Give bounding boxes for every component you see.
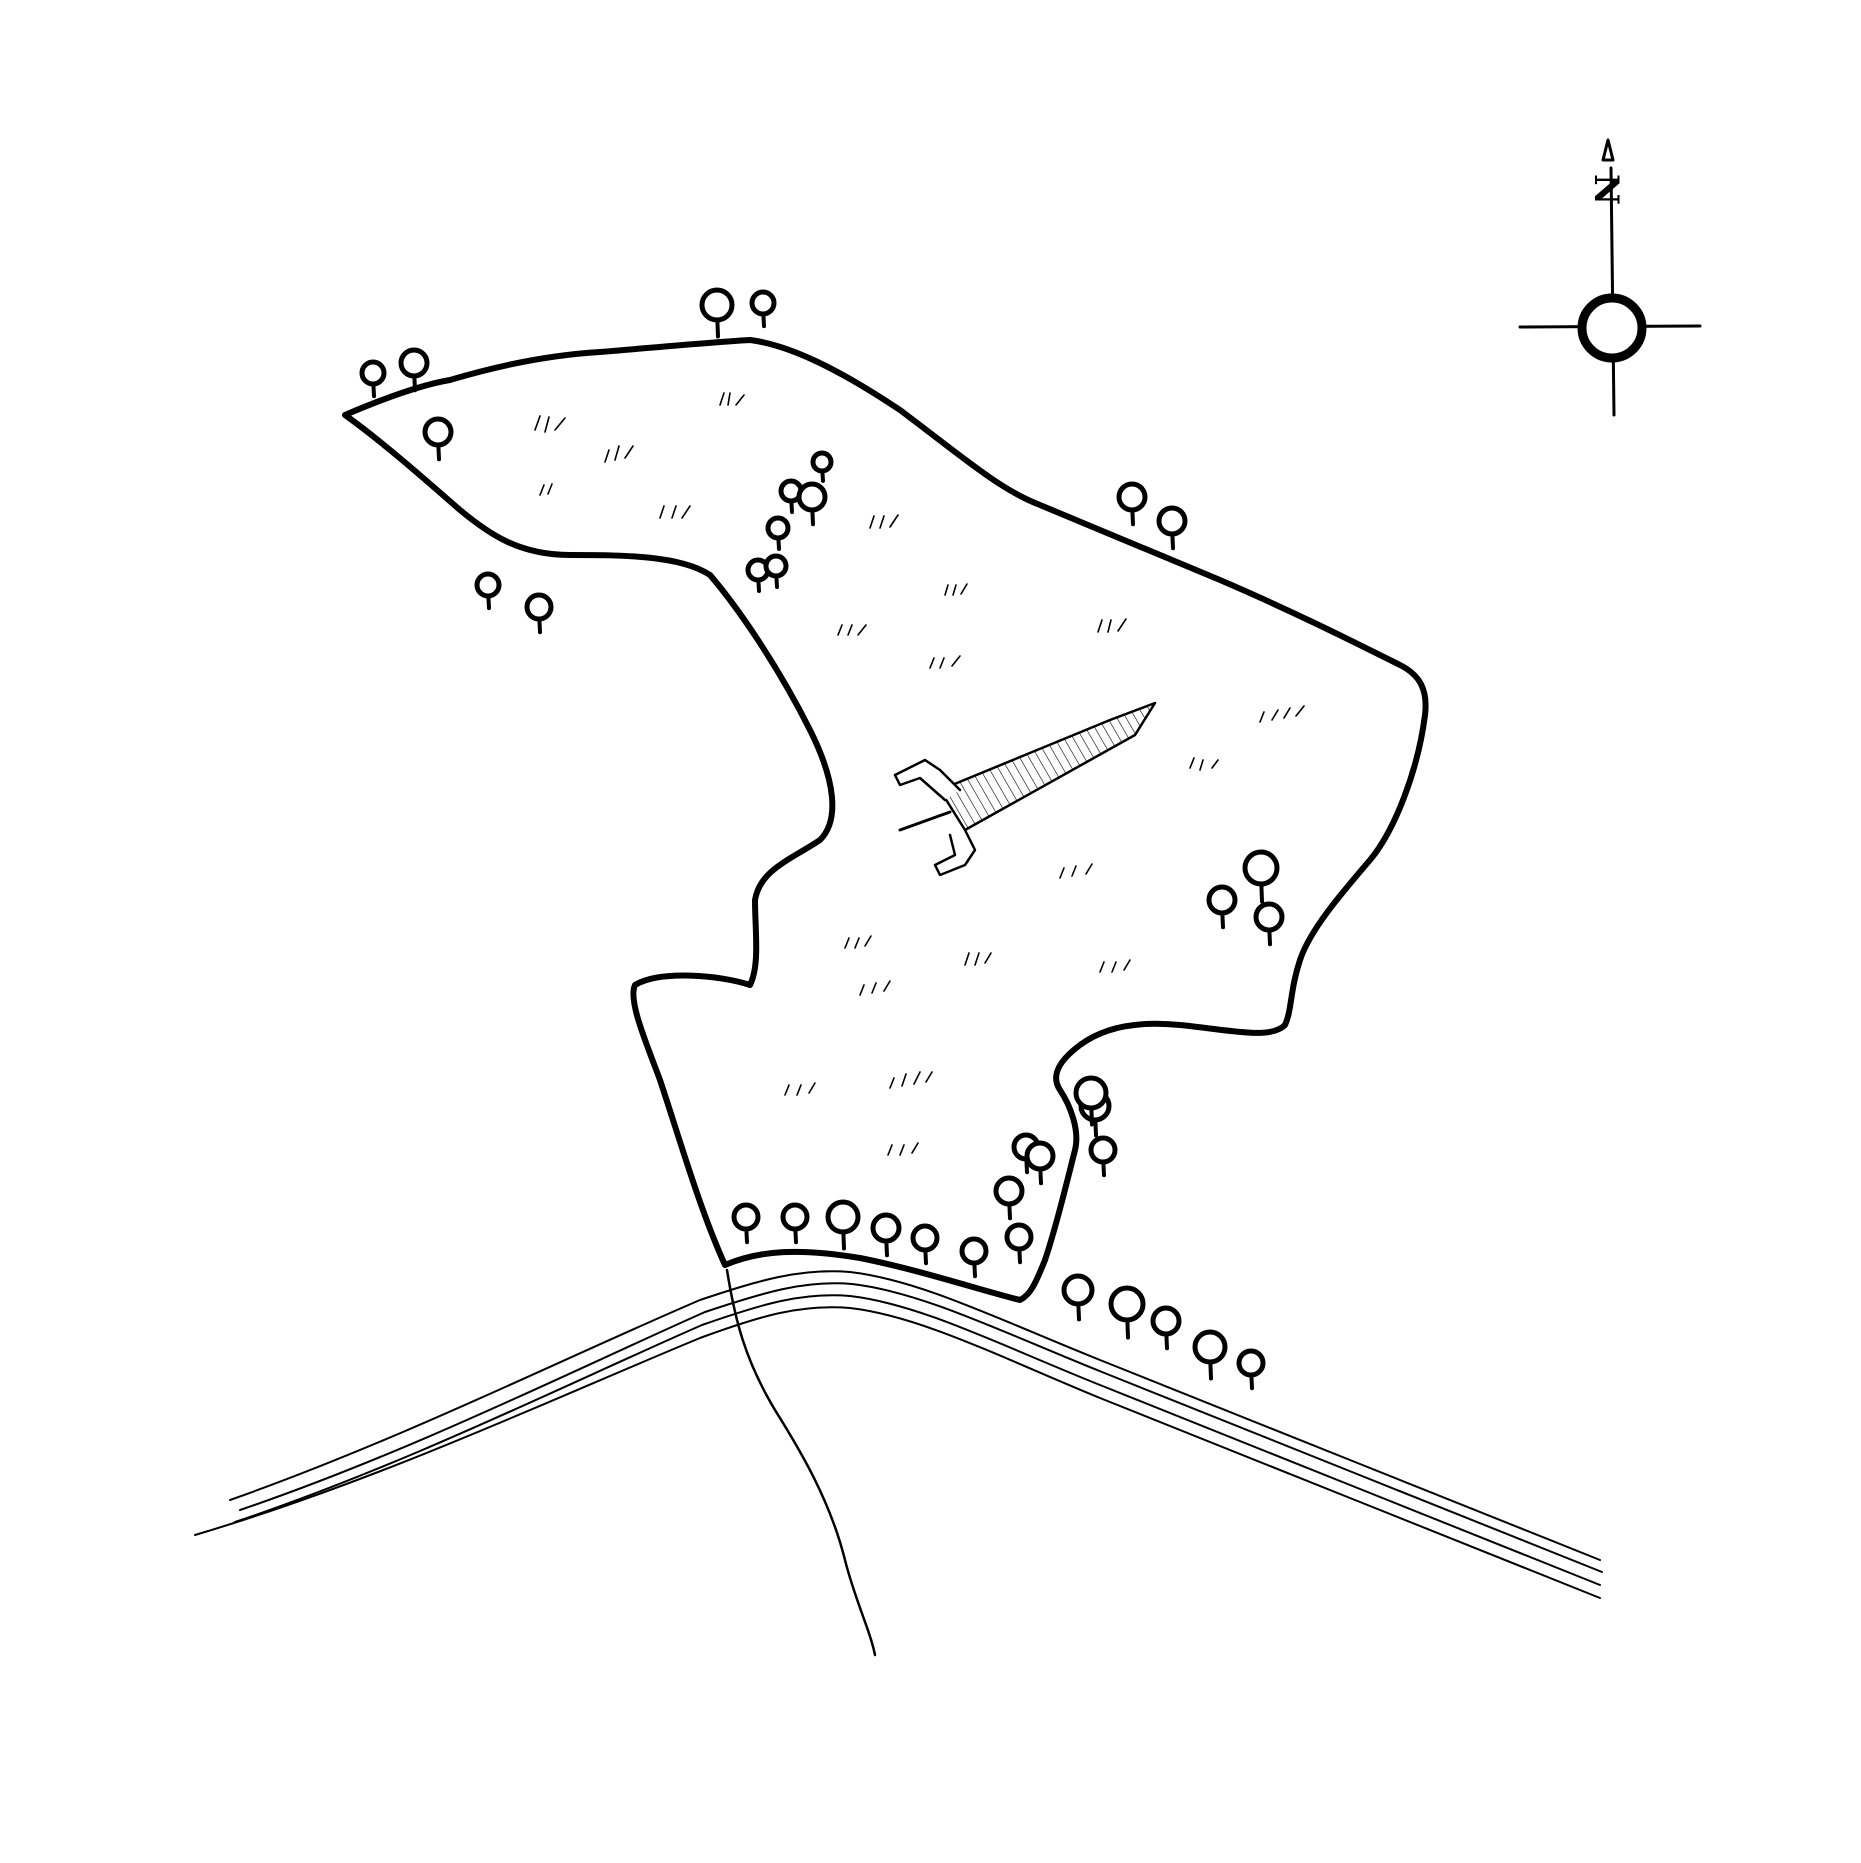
- grass-tufts: [534, 392, 1305, 1156]
- tree-icon: [1061, 1273, 1095, 1322]
- field-boundary: [342, 337, 1429, 1303]
- trees: [359, 287, 1285, 1391]
- river-bank-lower: [234, 1294, 1601, 1586]
- tree-icon: [1108, 1285, 1146, 1340]
- tree-icon: [1088, 1135, 1118, 1178]
- north-arrow-icon: [1601, 138, 1615, 162]
- tree-icon: [810, 450, 834, 483]
- grass-tuft-icon: [659, 505, 691, 519]
- tree-icon: [1253, 901, 1285, 947]
- tree-icon: [870, 1212, 902, 1258]
- tree-icon: [910, 1223, 940, 1266]
- grass-tuft-icon: [889, 1071, 933, 1089]
- tree-icon: [398, 347, 430, 393]
- tree-icon: [765, 515, 791, 551]
- tree-icon: [1150, 1305, 1182, 1351]
- grass-tuft-icon: [837, 624, 867, 636]
- rocket-fin-top: [893, 758, 962, 802]
- rocket-exhaust: [898, 810, 952, 832]
- rocket-body: [938, 701, 1157, 832]
- rocket-icon: [893, 701, 1157, 877]
- tree-icon: [524, 592, 554, 635]
- compass-rose: N: [1518, 138, 1702, 417]
- rocket-fin-bottom: [933, 828, 977, 877]
- tree-icon: [1242, 849, 1280, 904]
- grass-tuft-icon: [1059, 863, 1093, 879]
- tree-icon: [749, 289, 777, 329]
- tree-icon: [1206, 884, 1238, 930]
- river: [194, 1270, 1603, 1599]
- tree-icon: [796, 481, 828, 527]
- tree-icon: [731, 1202, 761, 1245]
- tree-icon: [359, 359, 387, 399]
- grass-tuft-icon: [534, 415, 566, 433]
- tree-icon: [1024, 1140, 1056, 1186]
- tree-icon: [1073, 1075, 1109, 1127]
- grass-tuft-icon: [964, 952, 992, 966]
- compass-ns-line: [1609, 166, 1616, 417]
- grass-tuft-icon: [887, 1142, 919, 1156]
- north-label: N: [1586, 174, 1626, 205]
- compass-circle: [1577, 293, 1647, 363]
- grass-tuft-icon: [719, 392, 745, 406]
- grass-tuft-icon: [859, 980, 891, 996]
- tree-icon: [1236, 1348, 1266, 1391]
- grass-tuft-icon: [844, 935, 872, 949]
- footpath: [725, 1268, 877, 1657]
- grass-tuft-icon: [929, 655, 961, 669]
- river-bank-bottom: [194, 1306, 1601, 1599]
- tree-icon: [825, 1199, 861, 1251]
- grass-tuft-icon: [539, 483, 553, 496]
- grass-tuft-icon: [944, 583, 968, 596]
- tree-icon: [1116, 481, 1148, 527]
- tree-icon: [474, 571, 502, 611]
- grass-tuft-icon: [1259, 705, 1305, 723]
- grass-tuft-icon: [784, 1082, 816, 1096]
- grass-tuft-icon: [1189, 757, 1219, 771]
- grass-tuft-icon: [1097, 618, 1127, 633]
- river-bank-top: [229, 1270, 1601, 1561]
- tree-icon: [763, 553, 789, 589]
- tree-icon: [699, 287, 735, 339]
- tree-icon: [422, 416, 454, 462]
- grass-tuft-icon: [1099, 959, 1131, 973]
- tree-icon: [993, 1175, 1025, 1221]
- tree-icon: [1156, 505, 1188, 551]
- grass-tuft-icon: [604, 445, 634, 463]
- grass-tuft-icon: [869, 514, 899, 529]
- river-bank-mid: [239, 1282, 1603, 1573]
- tree-icon: [1004, 1222, 1034, 1265]
- tree-icon: [1192, 1329, 1228, 1381]
- tree-icon: [780, 1202, 810, 1245]
- tree-icon: [959, 1236, 989, 1279]
